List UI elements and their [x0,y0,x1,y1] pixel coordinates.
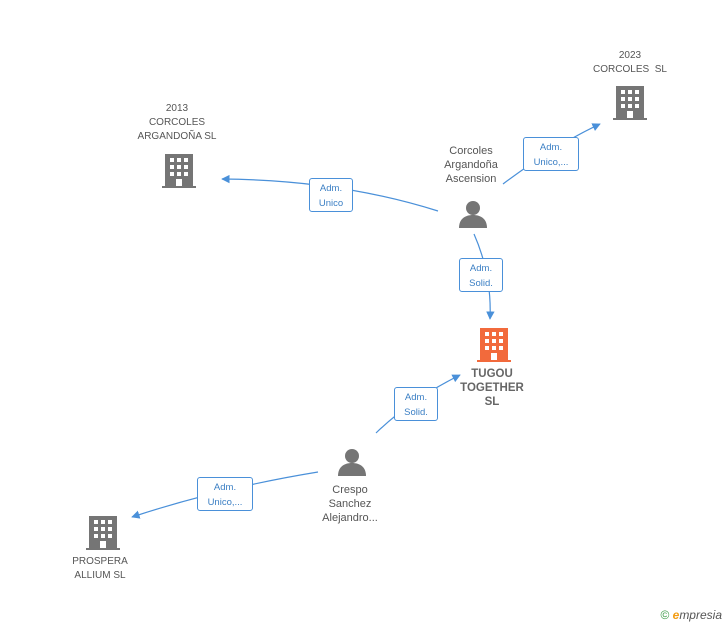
relation-line: Adm. [539,142,563,153]
node-label-line: 2013 [165,103,189,114]
node-label-line: Crespo [332,484,368,496]
building-icon[interactable] [86,516,120,550]
relation-badge[interactable]: Adm. Unico,... [197,477,253,511]
node-label-corcoles-argandona[interactable]: Corcoles Argandoña Ascension [421,144,521,186]
building-icon[interactable] [477,328,511,362]
relation-badge[interactable]: Adm. Solid. [459,258,503,292]
person-icon[interactable] [338,449,366,476]
node-label-prospera[interactable]: PROSPERA ALLIUM SL [50,555,150,583]
relation-line: Solid. [404,407,428,418]
relation-line: Adm. [404,392,428,403]
person-icon[interactable] [459,201,487,228]
node-label-line: Corcoles [449,145,493,157]
node-label-line: Ascension [445,173,497,185]
node-label-line: CORCOLES SL [593,64,667,75]
node-label-crespo[interactable]: Crespo Sanchez Alejandro... [300,483,400,525]
node-label-line: 2023 [618,50,642,61]
node-label-line: Sanchez [328,498,372,510]
relation-line: Adm. [213,482,237,493]
node-label-tugou-together[interactable]: TUGOU TOGETHER SL [442,367,542,409]
relation-line: Unico,... [533,157,569,168]
node-label-line: ALLIUM SL [74,570,126,581]
footer-credit: © empresia [660,608,722,622]
node-label-line: TUGOU [471,368,513,380]
node-label-corcoles-2013[interactable]: 2013 CORCOLES ARGANDOÑA SL [116,102,238,144]
node-label-line: CORCOLES [148,117,206,128]
relation-badge[interactable]: Adm. Solid. [394,387,438,421]
relation-line: Unico [318,198,344,209]
node-label-line: SL [484,396,500,408]
relation-line: Adm. [319,183,343,194]
copyright-icon: © [660,608,670,622]
relation-line: Solid. [469,278,493,289]
relation-badge[interactable]: Adm. Unico,... [523,137,579,171]
node-label-line: Argandoña [444,159,498,171]
building-icon[interactable] [162,154,196,188]
brand-logo: empresia [672,608,722,622]
building-icon[interactable] [613,86,647,120]
node-label-line: TOGETHER [460,382,524,394]
node-label-line: PROSPERA [72,556,128,567]
relation-line: Adm. [469,263,493,274]
node-label-line: Alejandro... [322,512,378,524]
node-label-corcoles-2023[interactable]: 2023 CORCOLES SL [579,49,681,77]
relation-line: Unico,... [207,497,243,508]
relation-badge[interactable]: Adm. Unico [309,178,353,212]
node-label-line: ARGANDOÑA SL [137,131,217,142]
